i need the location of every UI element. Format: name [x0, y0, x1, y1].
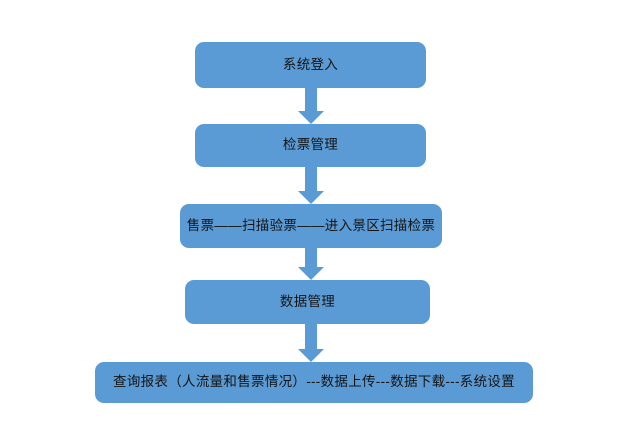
flow-node-label: 查询报表（人流量和售票情况）---数据上传---数据下载---系统设置 [113, 374, 515, 390]
arrow-shaft [305, 88, 317, 111]
flow-node-label: 系统登入 [282, 56, 339, 72]
arrow-shaft [305, 324, 317, 349]
flow-node-system-login[interactable]: 系统登入 [195, 42, 426, 88]
flow-node-label: 售票——扫描验票——进入景区扫描检票 [186, 217, 436, 233]
arrow-head-down-icon [298, 111, 324, 124]
flow-node-ticket-sales-flow[interactable]: 售票——扫描验票——进入景区扫描检票 [180, 204, 442, 248]
flow-arrow-data-to-report [298, 324, 324, 362]
flow-node-report-query[interactable]: 查询报表（人流量和售票情况）---数据上传---数据下载---系统设置 [95, 362, 533, 403]
arrow-head-down-icon [298, 349, 324, 362]
flow-node-data-management[interactable]: 数据管理 [185, 280, 430, 324]
arrow-shaft [305, 248, 317, 267]
arrow-shaft [305, 167, 317, 191]
flow-arrow-login-to-check [298, 88, 324, 124]
flow-node-label: 检票管理 [282, 137, 339, 153]
flow-node-label: 数据管理 [279, 293, 336, 309]
flow-node-ticket-check-management[interactable]: 检票管理 [195, 124, 426, 167]
flow-arrow-check-to-ticket [298, 167, 324, 204]
arrow-head-down-icon [298, 267, 324, 280]
flow-arrow-ticket-to-data [298, 248, 324, 280]
arrow-head-down-icon [298, 191, 324, 204]
